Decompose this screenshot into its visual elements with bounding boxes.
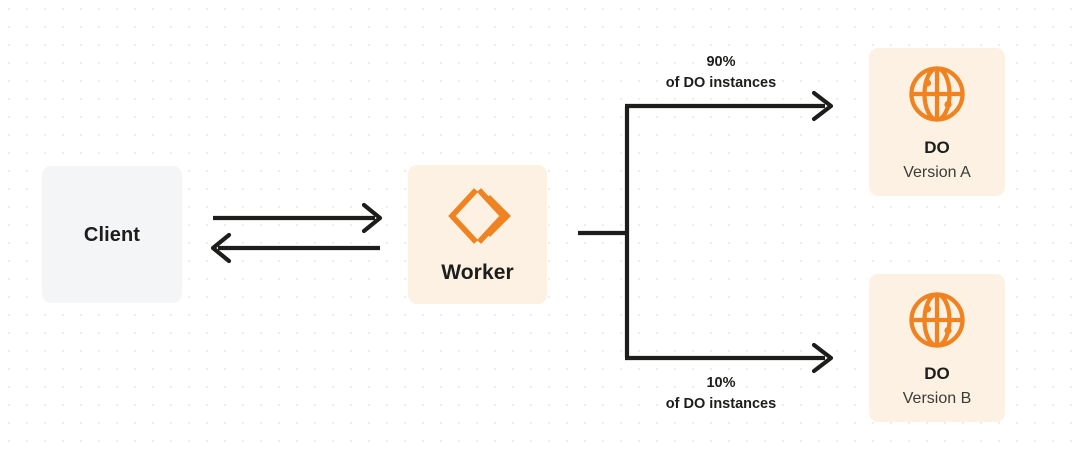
node-client-label: Client — [83, 223, 141, 246]
edge-label-do-a-caption: of DO instances — [665, 74, 777, 91]
node-client: Client — [42, 166, 182, 303]
node-do-a-subtitle: Version A — [903, 164, 971, 181]
node-do-b-title: DO — [924, 364, 950, 383]
edge-label-do-a: 90% of DO instances — [631, 52, 811, 93]
node-do-version-b: DO Version B — [869, 274, 1005, 422]
edge-label-do-b: 10% of DO instances — [631, 373, 811, 414]
cloudflare-workers-icon — [445, 186, 511, 246]
branch-trunk — [578, 106, 630, 358]
edge-label-do-b-percent: 10% — [706, 375, 736, 391]
node-do-a-title: DO — [924, 138, 950, 157]
arrow-worker-to-do-a — [625, 90, 834, 122]
arrow-worker-to-client — [210, 232, 380, 264]
globe-icon — [906, 289, 968, 351]
node-worker: Worker — [408, 165, 547, 304]
node-do-b-subtitle: Version B — [902, 390, 972, 407]
node-worker-label: Worker — [441, 261, 514, 284]
arrow-client-to-worker — [213, 202, 383, 234]
arrow-worker-to-do-b — [625, 342, 834, 374]
globe-icon — [906, 63, 968, 125]
edge-label-do-a-percent: 90% — [706, 54, 736, 70]
node-do-version-a: DO Version A — [869, 48, 1005, 196]
edge-label-do-b-caption: of DO instances — [665, 395, 777, 412]
